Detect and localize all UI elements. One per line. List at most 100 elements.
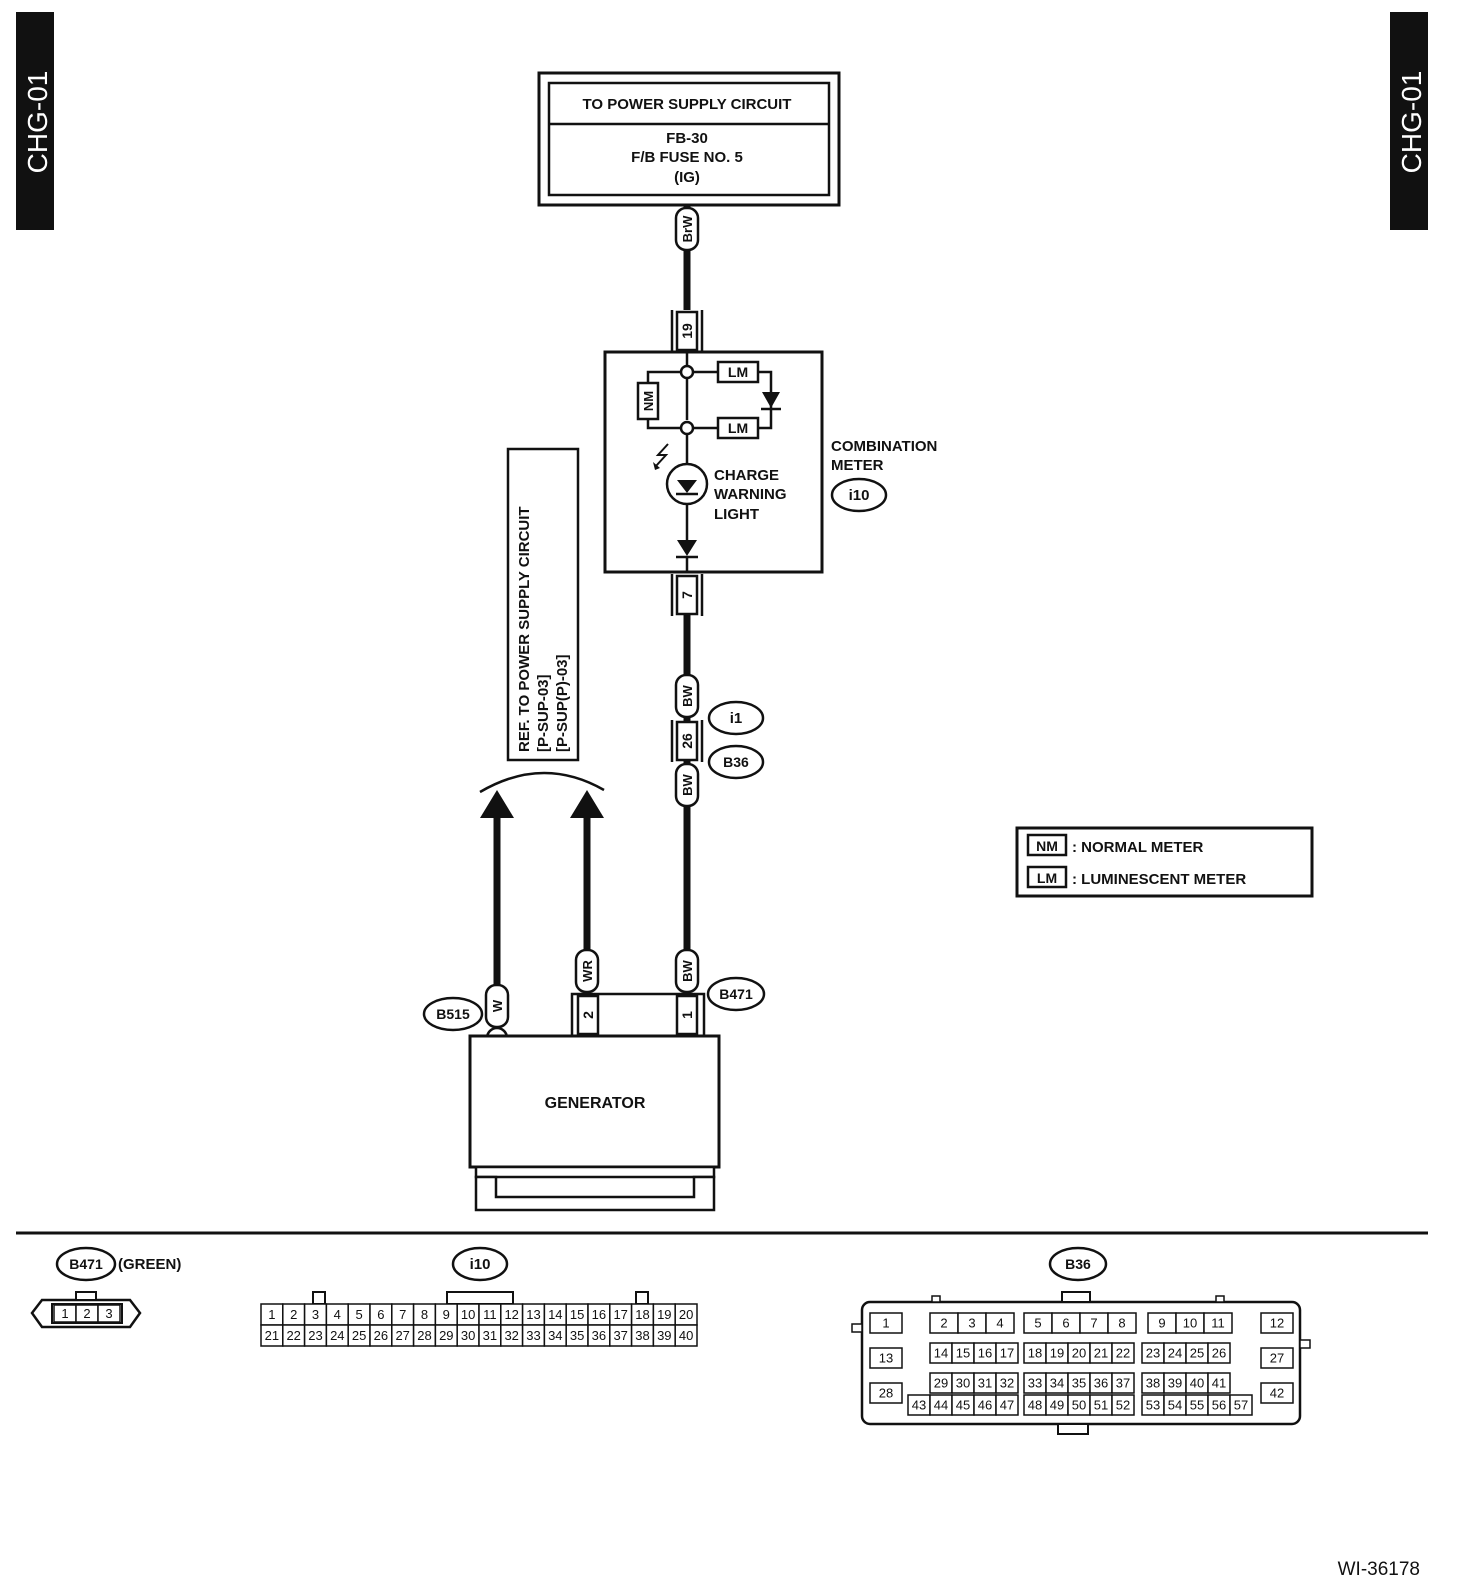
ref-box-line2: [P-SUP-03]: [535, 674, 552, 752]
pin-number: 9: [1158, 1316, 1165, 1331]
pin-number: 20: [1072, 1346, 1086, 1361]
pin-number: 3: [312, 1307, 319, 1322]
pin-number: 54: [1168, 1398, 1182, 1413]
pin-number: 8: [1118, 1316, 1125, 1331]
pin-number: 32: [504, 1328, 518, 1343]
pin-cell: [1229, 1394, 1253, 1416]
pin-number: 43: [912, 1398, 926, 1413]
meter-legend: NM : NORMAL METER LM : LUMINESCENT METER: [1015, 826, 1314, 898]
pin-number: 57: [1234, 1398, 1248, 1413]
legend-nm-code: NM: [1036, 838, 1058, 854]
pin-number: 16: [978, 1346, 992, 1361]
pin-number: 27: [1270, 1351, 1284, 1366]
pin-number: 10: [1183, 1316, 1197, 1331]
pin-number: 26: [374, 1328, 388, 1343]
generator-connector: 2 1: [570, 992, 706, 1038]
pin-number: 4: [996, 1316, 1003, 1331]
pin-number: 20: [679, 1307, 693, 1322]
pin-number: 53: [1146, 1398, 1160, 1413]
pin-number: 48: [1028, 1398, 1042, 1413]
pin-number: 24: [330, 1328, 344, 1343]
pin-number: 30: [956, 1376, 970, 1391]
pin-number: 1: [268, 1307, 275, 1322]
pin-number: 52: [1116, 1398, 1130, 1413]
pin-number: 21: [1094, 1346, 1108, 1361]
connector-badge-b515: B515: [422, 996, 484, 1032]
pin-number: 2: [940, 1316, 947, 1331]
power-box-line3: (IG): [674, 169, 700, 186]
pin-number: 26: [1212, 1346, 1226, 1361]
combination-meter-title-2: METER: [831, 457, 884, 474]
pin-number: 33: [526, 1328, 540, 1343]
pin-number: 40: [1190, 1376, 1204, 1391]
ref-box-line3: [P-SUP(P)-03]: [554, 654, 571, 752]
connector-badge-b36: B36: [707, 744, 765, 780]
pin-number: 30: [461, 1328, 475, 1343]
connector-badge-i10: i10: [830, 477, 888, 513]
pin-number: 37: [1116, 1376, 1130, 1391]
pin-number: 36: [592, 1328, 606, 1343]
wire-color-bw-lower-text: BW: [680, 773, 695, 795]
pin-number: 22: [1116, 1346, 1130, 1361]
pin-cell: [985, 1312, 1015, 1334]
pin-cell: [995, 1342, 1019, 1364]
connector-badge-i1-text: i1: [730, 710, 743, 727]
right-tab-label: CHG-01: [1396, 71, 1427, 174]
pin-cell: [1260, 1382, 1294, 1404]
pin-number: 45: [956, 1398, 970, 1413]
meter-lm-bottom-label: LM: [728, 420, 748, 436]
charge-light-label-3: LIGHT: [714, 506, 759, 523]
wire-color-w: W: [484, 983, 510, 1029]
generator-body: GENERATOR: [468, 1034, 721, 1212]
power-supply-reference-box: REF. TO POWER SUPPLY CIRCUIT [P-SUP-03] …: [506, 447, 580, 762]
generator-pin-1-text: 1: [679, 1011, 695, 1019]
wire-color-bw-upper: BW: [674, 673, 700, 719]
pin-number: 6: [377, 1307, 384, 1322]
pin-cell: [869, 1382, 903, 1404]
connector-badge-b515-text: B515: [436, 1006, 470, 1022]
wire-color-w-text: W: [490, 999, 505, 1012]
charge-light-label-1: CHARGE: [714, 467, 779, 484]
meter-lm-top-label: LM: [728, 364, 748, 380]
pin-cell: [1107, 1312, 1137, 1334]
pin-number: 34: [1050, 1376, 1064, 1391]
i10-view-label: i10: [470, 1256, 491, 1273]
pin-number: 25: [352, 1328, 366, 1343]
b471-view-label: B471: [69, 1256, 103, 1272]
pin-number: 18: [635, 1307, 649, 1322]
pin-number: 29: [934, 1376, 948, 1391]
pin-cell: [97, 1304, 121, 1323]
figure-id: WI-36178: [1338, 1559, 1420, 1580]
pin-number: 39: [1168, 1376, 1182, 1391]
junction-pin-26-text: 26: [679, 733, 695, 749]
pin-number: 23: [1146, 1346, 1160, 1361]
pin-number: 14: [934, 1346, 948, 1361]
pin-number: 40: [679, 1328, 693, 1343]
connector-badge-i10-text: i10: [849, 487, 870, 504]
wire-color-brw: BrW: [674, 206, 700, 252]
pin-number: 11: [1211, 1316, 1225, 1331]
pin-number: 56: [1212, 1398, 1226, 1413]
b471-view-note: (GREEN): [118, 1256, 181, 1273]
pin-cell: [1207, 1342, 1231, 1364]
wire-color-wr: WR: [574, 948, 600, 994]
legend-lm-text: : LUMINESCENT METER: [1072, 871, 1246, 888]
junction-pin-26: 26: [670, 720, 704, 762]
pin-cell: [1260, 1347, 1294, 1369]
generator-pin-2-text: 2: [580, 1011, 596, 1019]
connector-badge-b471-text: B471: [719, 986, 753, 1002]
pin-cell: [1203, 1312, 1233, 1334]
pin-number: 39: [657, 1328, 671, 1343]
pin-number: 31: [483, 1328, 497, 1343]
pin-number: 47: [1000, 1398, 1014, 1413]
pin-number: 50: [1072, 1398, 1086, 1413]
connector-badge-b36-text: B36: [723, 754, 749, 770]
meter-pin-19-text: 19: [679, 323, 695, 339]
pin-number: 5: [1034, 1316, 1041, 1331]
pin-number: 2: [83, 1306, 90, 1321]
wire-color-bw-upper-text: BW: [680, 684, 695, 706]
pin-number: 55: [1190, 1398, 1204, 1413]
pin-cell: [1111, 1394, 1135, 1416]
pin-number: 51: [1094, 1398, 1108, 1413]
